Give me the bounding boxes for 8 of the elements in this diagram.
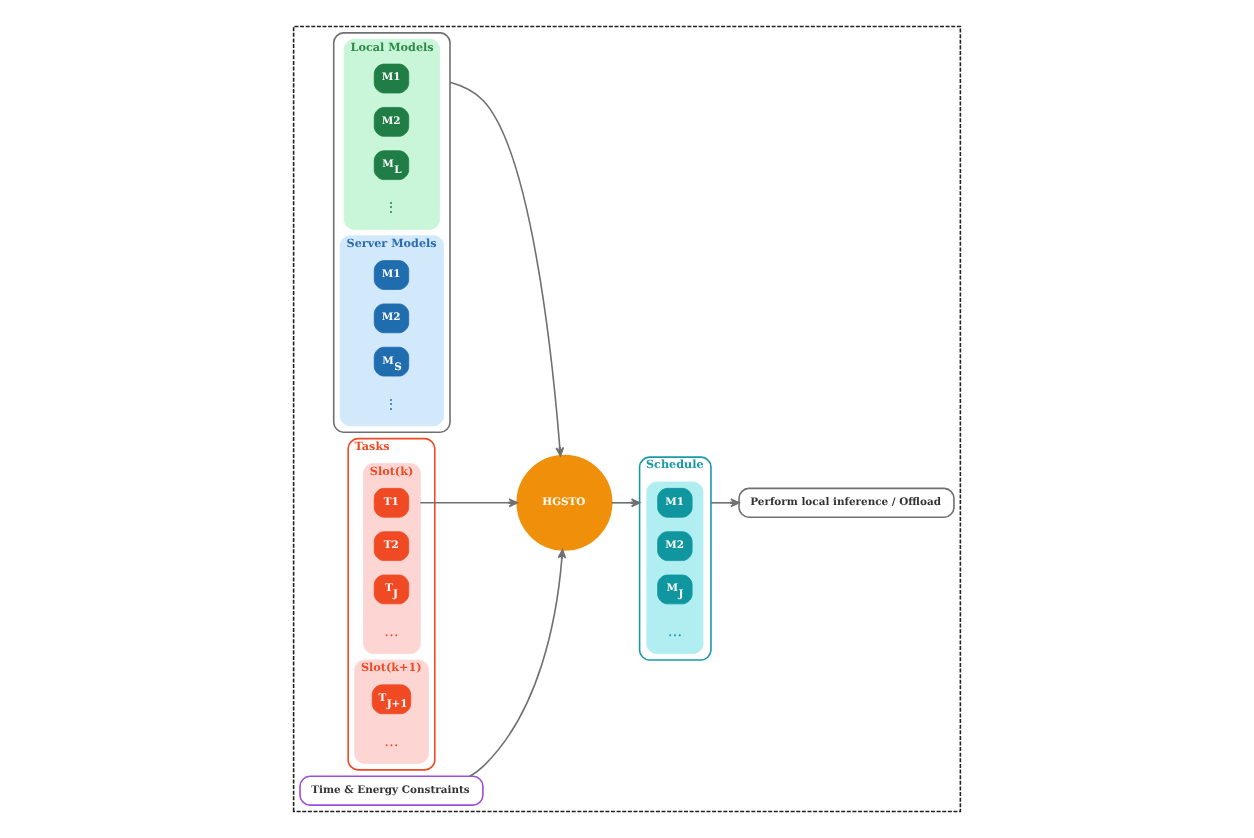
cluster xyxy=(292,25,962,813)
cluster xyxy=(646,481,704,654)
arrow xyxy=(419,498,519,508)
arrow xyxy=(610,498,641,508)
arrow xyxy=(710,498,740,508)
arrow xyxy=(469,549,567,778)
cluster xyxy=(332,32,451,434)
arrow xyxy=(449,81,565,457)
